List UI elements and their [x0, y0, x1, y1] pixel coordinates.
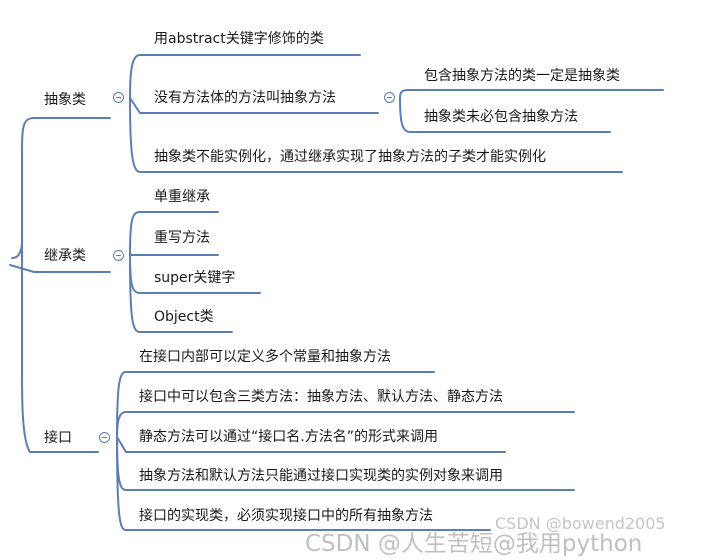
watermark-small: CSDN @bowend2005 [495, 514, 666, 533]
node-must-be-abstract[interactable]: 包含抽象方法的类一定是抽象类 [424, 68, 620, 84]
node-not-must-contain[interactable]: 抽象类未必包含抽象方法 [424, 109, 578, 125]
node-abstract-keyword[interactable]: 用abstract关键字修饰的类 [154, 31, 324, 47]
node-iface-three-methods[interactable]: 接口中可以包含三类方法：抽象方法、默认方法、静态方法 [139, 389, 503, 405]
watermark-large: CSDN @人生苦短@我用python [305, 531, 643, 557]
collapse-icon[interactable] [113, 250, 124, 261]
node-iface-static-call[interactable]: 静态方法可以通过“接口名.方法名”的形式来调用 [139, 429, 438, 445]
collapse-icon[interactable] [384, 92, 395, 103]
node-inheritance[interactable]: 继承类 [44, 248, 86, 264]
node-super-keyword[interactable]: super关键字 [154, 270, 236, 286]
node-iface-abstract-default[interactable]: 抽象方法和默认方法只能通过接口实现类的实例对象来调用 [139, 468, 503, 484]
node-single-inheritance[interactable]: 单重继承 [154, 189, 210, 205]
node-iface-impl[interactable]: 接口的实现类，必须实现接口中的所有抽象方法 [139, 508, 433, 524]
node-iface-constants[interactable]: 在接口内部可以定义多个常量和抽象方法 [139, 349, 391, 365]
node-no-body-method[interactable]: 没有方法体的方法叫抽象方法 [154, 90, 336, 106]
node-cannot-instantiate[interactable]: 抽象类不能实例化，通过继承实现了抽象方法的子类才能实例化 [154, 149, 546, 165]
node-override[interactable]: 重写方法 [154, 230, 210, 246]
node-object-class[interactable]: Object类 [154, 309, 214, 325]
collapse-icon[interactable] [113, 92, 124, 103]
node-interface[interactable]: 接口 [44, 430, 72, 446]
collapse-icon[interactable] [99, 432, 110, 443]
node-abstract-class[interactable]: 抽象类 [44, 92, 86, 108]
